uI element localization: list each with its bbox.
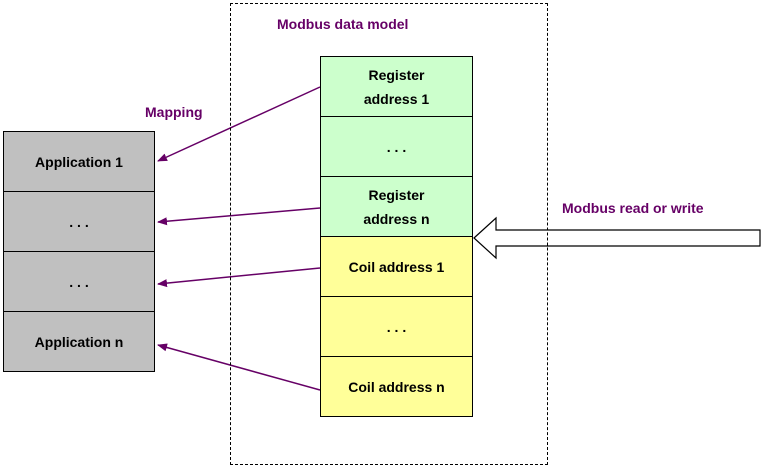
register-1-line1: Register — [368, 66, 425, 83]
coil-cell-1: Coil address 1 — [320, 236, 473, 297]
read-write-label: Modbus read or write — [562, 200, 704, 216]
application-stack: Application 1 . . . . . . Application n — [3, 131, 155, 372]
application-cell-1: Application 1 — [3, 131, 155, 192]
modbus-data-model-boundary — [230, 3, 548, 465]
register-1-line2: address 1 — [363, 90, 430, 107]
mapping-arrow-coil-n — [157, 343, 321, 391]
register-cell-1: Register address 1 — [320, 56, 473, 117]
data-model-cell-stack: Register address 1 . . . Register addres… — [320, 56, 473, 417]
read-write-block-arrow — [473, 216, 761, 260]
model-title: Modbus data model — [277, 16, 409, 32]
register-cell-ellipsis: . . . — [320, 116, 473, 177]
mapping-label: Mapping — [145, 104, 203, 120]
application-cell-n: Application n — [3, 311, 155, 372]
coil-cell-n: Coil address n — [320, 356, 473, 417]
mapping-arrow-register-n — [157, 207, 321, 226]
register-ellipsis-label: . . . — [386, 138, 407, 155]
application-cell-ellipsis-2: . . . — [3, 251, 155, 312]
register-n-line1: Register — [368, 186, 425, 203]
mapping-arrow-coil-1 — [157, 267, 321, 288]
application-cell-ellipsis-1: . . . — [3, 191, 155, 252]
mapping-arrow-register-1 — [157, 86, 321, 162]
register-cell-n: Register address n — [320, 176, 473, 237]
register-n-line2: address n — [363, 210, 430, 227]
coil-cell-ellipsis: . . . — [320, 296, 473, 357]
